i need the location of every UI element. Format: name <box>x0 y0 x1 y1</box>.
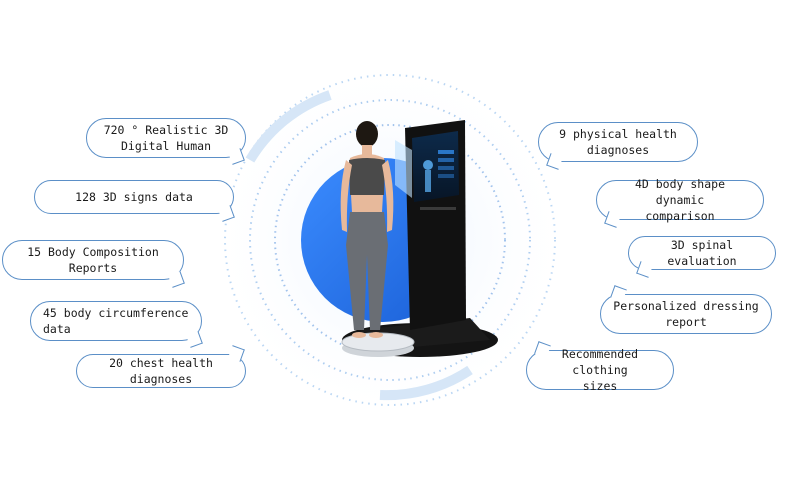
figure-right-foot <box>369 332 383 338</box>
figure-neck <box>362 145 372 155</box>
feature-text: 4D body shape dynamic comparison <box>634 177 725 223</box>
screen-ui-bar-4 <box>438 174 454 178</box>
screen-ui-bar-3 <box>438 166 454 170</box>
feature-bubble-personalized-dressing: Personalized dressing report <box>600 294 772 334</box>
feature-bubble-physical-health: 9 physical health diagnoses <box>538 122 698 162</box>
screen-ui-bar-1 <box>438 150 454 154</box>
device-screen <box>412 131 459 202</box>
figure-sports-top <box>349 158 385 195</box>
scan-beam <box>395 140 412 198</box>
feature-bubble-recommended-sizes: Recommended clothing sizes <box>526 347 674 393</box>
ring-arc-bottom-right <box>379 365 473 401</box>
figure-left-arm <box>340 160 352 232</box>
feature-bubble-4d-body-shape: 4D body shape dynamic comparison <box>596 177 764 223</box>
feature-text: 20 chest health diagnoses <box>109 356 213 386</box>
feature-text: 9 physical health diagnoses <box>559 127 677 157</box>
feature-text: 45 body circumference data <box>43 306 189 336</box>
screen-body-figure-icon <box>423 160 433 170</box>
figure-leggings <box>346 212 388 330</box>
figure-left-foot <box>352 332 366 338</box>
feature-bubble-3d-spinal: 3D spinal evaluation <box>628 236 776 270</box>
device-brand-strip <box>420 207 456 210</box>
dotted-ring-outer <box>224 74 556 406</box>
feature-text: 15 Body Composition Reports <box>27 245 159 275</box>
feature-text: Personalized dressing report <box>613 299 759 329</box>
screen-ui-bar-2 <box>438 158 454 162</box>
feature-bubble-body-composition: 15 Body Composition Reports <box>2 240 184 280</box>
screen-body-figure-torso <box>425 170 431 192</box>
feature-bubble-body-circumference: 45 body circumference data <box>30 301 202 341</box>
feature-bubble-chest-health: 20 chest health diagnoses <box>76 354 246 388</box>
figure-head <box>356 121 378 147</box>
feature-bubble-realistic-3d: 720 ° Realistic 3D Digital Human <box>86 118 246 158</box>
figure-right-arm <box>382 160 394 232</box>
dotted-ring-middle <box>249 99 531 381</box>
feature-bubble-3d-signs-data: 128 3D signs data <box>34 180 234 214</box>
feature-text: Recommended clothing sizes <box>561 347 639 393</box>
feature-text: 128 3D signs data <box>75 190 193 204</box>
human-figure <box>340 121 394 338</box>
ring-arc-top-left <box>245 90 332 163</box>
feature-text: 3D spinal evaluation <box>667 238 737 268</box>
figure-waist <box>351 195 383 212</box>
dotted-ring-inner <box>274 124 506 356</box>
feature-text: 720 ° Realistic 3D Digital Human <box>103 123 229 153</box>
